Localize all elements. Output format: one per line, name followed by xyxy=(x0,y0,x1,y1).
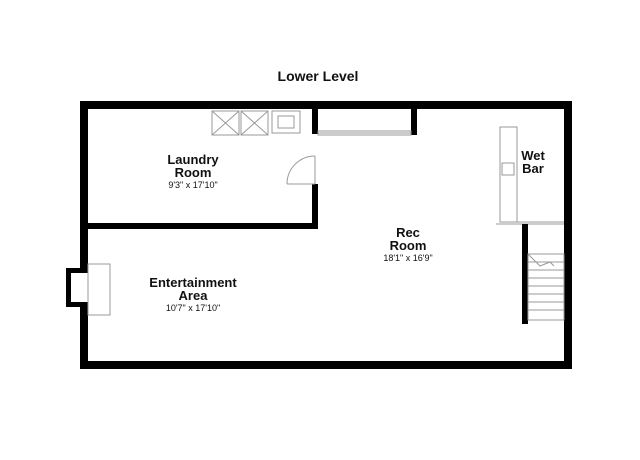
laundry-name-line1: Laundry xyxy=(167,152,219,167)
entertainment-name-line2: Area xyxy=(179,288,209,303)
door-swing-arc xyxy=(286,155,316,185)
laundry-dimensions: 9'3" x 17'10" xyxy=(168,180,217,190)
wet-bar xyxy=(496,126,564,225)
wall-bottom xyxy=(80,361,572,369)
laundry-name-line2: Room xyxy=(175,165,212,180)
stairs xyxy=(522,224,565,324)
stair-run xyxy=(527,253,565,321)
hearth xyxy=(87,263,111,316)
bar-sink xyxy=(501,162,515,176)
rec-dimensions: 18'1" x 16'9" xyxy=(383,253,432,263)
laundry-right-wall-lower xyxy=(312,184,318,229)
rec-room-label: Rec Room 18'1" x 16'9" xyxy=(383,225,432,263)
floor-title: Lower Level xyxy=(278,68,359,84)
dryer xyxy=(240,110,269,136)
wet-bar-name-line2: Bar xyxy=(522,161,544,176)
wall-top xyxy=(80,101,572,109)
laundry-door xyxy=(286,155,316,185)
laundry-fixtures xyxy=(211,110,301,136)
closet-right-wall xyxy=(411,109,417,135)
laundry-bottom-wall xyxy=(88,223,318,229)
stair-wall xyxy=(522,224,528,324)
wall-left-upper xyxy=(80,101,88,268)
wall-right xyxy=(564,101,572,369)
laundry-walls xyxy=(88,109,318,229)
utility-sink xyxy=(271,110,301,134)
exterior-walls xyxy=(80,101,572,369)
laundry-right-wall-upper xyxy=(312,109,318,134)
wet-bar-name-line1: Wet xyxy=(521,148,545,163)
laundry-room-label: Laundry Room 9'3" x 17'10" xyxy=(167,152,219,190)
fireplace xyxy=(66,263,111,316)
entertainment-area-label: Entertainment Area 10'7" x 17'10" xyxy=(149,275,237,313)
bar-counter xyxy=(499,126,518,223)
closet xyxy=(317,109,417,136)
washer xyxy=(211,110,240,136)
rec-name-line1: Rec xyxy=(396,225,420,240)
wall-left-lower xyxy=(80,302,88,369)
entertainment-dimensions: 10'7" x 17'10" xyxy=(166,303,220,313)
rec-name-line2: Room xyxy=(390,238,427,253)
wet-bar-label: Wet Bar xyxy=(521,148,545,176)
entertainment-name-line1: Entertainment xyxy=(149,275,237,290)
